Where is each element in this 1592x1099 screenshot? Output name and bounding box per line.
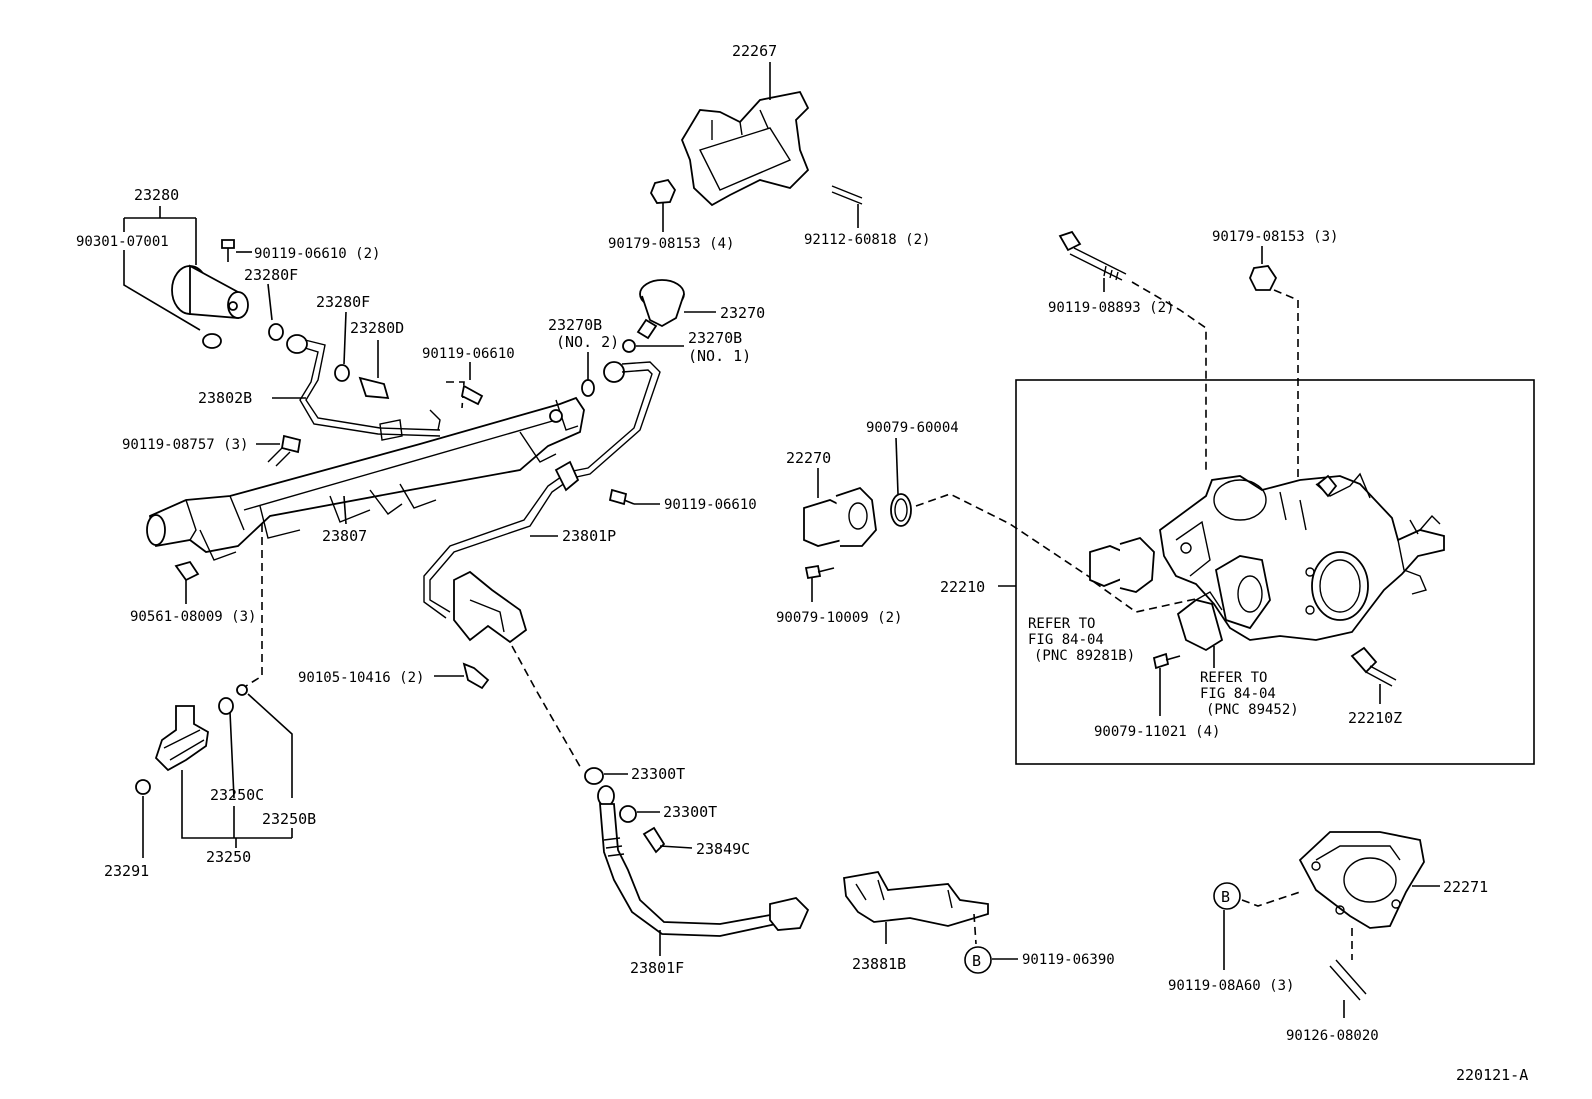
label-22210Z: 22210Z (1348, 709, 1402, 727)
label-90079-10009-2: 90079-10009 (2) (776, 610, 902, 626)
gasket-23280F-b (334, 364, 350, 382)
part-23250-injector (135, 684, 248, 795)
pipe-23801P (423, 361, 661, 644)
screw-90079-10009 (804, 564, 835, 602)
part-23881B-clamp (843, 871, 989, 927)
sensor-22210Z (1350, 646, 1397, 687)
bolt-90119-06610-a (460, 384, 484, 406)
label-22271: 22271 (1443, 878, 1488, 896)
label-90119-06390: 90119-06390 (1022, 952, 1115, 968)
label-22267: 22267 (732, 42, 777, 60)
label-90119-08757-3: 90119-08757 (3) (122, 437, 248, 453)
sensor-89452 (1176, 591, 1224, 652)
reference-letter-b1: B (972, 952, 981, 970)
throttle-position-sensor (1089, 536, 1155, 593)
label-23250C: 23250C (210, 786, 264, 804)
nut-90179-08153-4 (649, 178, 677, 232)
reference-note-2-line3: (PNC 89452) (1206, 702, 1299, 718)
part-23807-fuel-rail (146, 396, 585, 561)
label-23270: 23270 (720, 304, 765, 322)
label-23807: 23807 (322, 527, 367, 545)
label-23270B-no2-sub: (NO. 2) (556, 333, 619, 351)
label-23849C: 23849C (696, 840, 750, 858)
reference-note-2-line1: REFER TO (1200, 670, 1267, 686)
label-90301-07001: 90301-07001 (76, 234, 169, 250)
hose-23801F (597, 785, 810, 937)
label-23801P: 23801P (562, 527, 616, 545)
gasket-23270B-no2 (581, 379, 595, 397)
label-22270: 22270 (786, 449, 831, 467)
label-22210: 22210 (940, 578, 985, 596)
label-90119-08A60-3: 90119-08A60 (3) (1168, 978, 1294, 994)
stud-90126-08020 (1329, 959, 1367, 1001)
bolt-90119-08757 (267, 434, 302, 467)
gasket-23270B-no1 (622, 339, 636, 353)
gasket-23300T-a (584, 767, 604, 785)
label-23280F-b: 23280F (316, 293, 370, 311)
gasket-23300T-b (619, 805, 637, 823)
nut-90179-08153-3 (1249, 265, 1278, 291)
label-90179-08153-4: 90179-08153 (4) (608, 236, 734, 252)
union-bolt-23849C (642, 826, 693, 854)
label-23270B-no2: 23270B (548, 316, 602, 334)
union-bolt-23280D (358, 340, 390, 400)
diagram-id: 220121-A (1456, 1066, 1528, 1084)
reference-note-1-line2: FIG 84-04 (1028, 632, 1104, 648)
label-23801F: 23801F (630, 959, 684, 977)
label-23300T-b: 23300T (663, 803, 717, 821)
reference-circle-b1 (964, 946, 992, 974)
plug-90561-08009 (174, 560, 200, 582)
label-90179-08153-3: 90179-08153 (3) (1212, 229, 1338, 245)
label-23881B: 23881B (852, 955, 906, 973)
label-23250B: 23250B (262, 810, 316, 828)
label-90119-06610-b: 90119-06610 (664, 497, 757, 513)
reference-circle-b2 (1213, 882, 1241, 910)
reference-note-2-line2: FIG 84-04 (1200, 686, 1276, 702)
reference-note-1-line1: REFER TO (1028, 616, 1095, 632)
part-23280-regulator (171, 264, 249, 349)
label-90119-06610-2: 90119-06610 (2) (254, 246, 380, 262)
label-23270B-no1: 23270B (688, 329, 742, 347)
bolt-90119-06610-b (608, 488, 660, 506)
label-90105-10416-2: 90105-10416 (2) (298, 670, 424, 686)
label-23280F-a: 23280F (244, 266, 298, 284)
stud-92112-60818 (831, 185, 863, 228)
screw-90079-11021 (1152, 652, 1181, 716)
label-23250: 23250 (206, 848, 251, 866)
label-23280: 23280 (134, 186, 179, 204)
reference-letter-b2: B (1221, 888, 1230, 906)
bolt-90119-06610-2 (221, 239, 252, 262)
label-90079-60004: 90079-60004 (866, 420, 959, 436)
part-23270-damper (636, 279, 685, 340)
label-23280D: 23280D (350, 319, 404, 337)
part-22270-iac-valve (803, 486, 877, 547)
label-92112-60818-2: 92112-60818 (2) (804, 232, 930, 248)
part-22210-throttle-body (1159, 472, 1445, 641)
label-90126-08020: 90126-08020 (1286, 1028, 1379, 1044)
gasket-90079-60004 (890, 493, 912, 527)
label-90119-08893-2: 90119-08893 (2) (1048, 300, 1174, 316)
label-23270B-no1-sub: (NO. 1) (688, 347, 751, 365)
label-23300T-a: 23300T (631, 765, 685, 783)
label-23291: 23291 (104, 862, 149, 880)
label-90119-06610-a: 90119-06610 (422, 346, 515, 362)
gasket-23280F-a (268, 323, 284, 341)
bolt-90105-10416 (462, 662, 490, 690)
label-90561-08009-3: 90561-08009 (3) (130, 609, 256, 625)
label-90079-11021-4: 90079-11021 (4) (1094, 724, 1220, 740)
reference-note-1-line3: (PNC 89281B) (1034, 648, 1135, 664)
label-23802B: 23802B (198, 389, 252, 407)
part-22271-spacer (1298, 831, 1425, 929)
bolt-90119-08893 (1058, 230, 1127, 281)
part-22267-insulator (680, 62, 810, 207)
throttle-body-assembly-box (1015, 379, 1535, 765)
